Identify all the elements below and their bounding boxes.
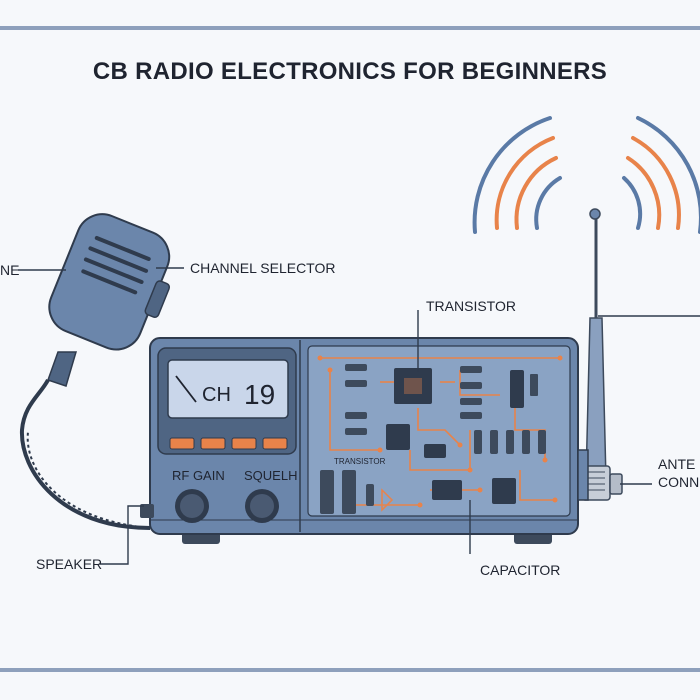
top-border bbox=[0, 26, 700, 30]
ic-chip-right bbox=[492, 478, 516, 504]
ic-chip-tiny bbox=[424, 444, 446, 458]
signal-wave-right-outer bbox=[636, 116, 700, 234]
regulator bbox=[510, 370, 524, 408]
signal-wave-left-2 bbox=[494, 136, 555, 230]
rf-gain-label: RF GAIN bbox=[172, 468, 225, 483]
mic-grille bbox=[81, 235, 151, 295]
capacitors bbox=[320, 470, 394, 514]
bottom-border bbox=[0, 668, 700, 672]
mic-cord bbox=[19, 378, 151, 530]
leader-speaker bbox=[100, 505, 144, 565]
signal-wave-right-inner bbox=[622, 176, 643, 230]
signal-wave-left-inner bbox=[534, 176, 562, 230]
signal-waves bbox=[472, 116, 700, 234]
front-button-3[interactable] bbox=[231, 437, 257, 450]
mic-jack bbox=[140, 504, 154, 518]
page-title: CB RADIO ELECTRONICS FOR BEGINNERS bbox=[92, 58, 608, 85]
front-panel: CH 19 RF GAIN SQUELH bbox=[157, 347, 297, 523]
ic-chip-bottom bbox=[432, 480, 462, 500]
signal-wave-left-outer bbox=[472, 116, 552, 234]
resistors-right bbox=[474, 430, 546, 454]
label-antenna-line1: ANTE bbox=[658, 456, 696, 472]
antenna bbox=[581, 208, 623, 501]
mic-ptt-button[interactable] bbox=[144, 280, 171, 319]
label-speaker: SPEAKER bbox=[36, 556, 103, 572]
front-button-4[interactable] bbox=[262, 437, 288, 450]
mic-cord-coil bbox=[26, 431, 151, 529]
squelch-knob[interactable] bbox=[245, 489, 279, 523]
ic-chip-small bbox=[386, 424, 410, 450]
display-needle bbox=[175, 375, 197, 403]
label-antenna-line2: CONN bbox=[658, 474, 700, 490]
pcb-silkscreen-label: TRANSISTOR bbox=[334, 457, 386, 466]
microphone[interactable] bbox=[19, 206, 186, 530]
signal-wave-left-3 bbox=[514, 156, 558, 230]
circuit-board: TRANSISTOR bbox=[307, 345, 571, 517]
label-channel-selector: CHANNEL SELECTOR bbox=[190, 260, 336, 276]
display-channel-prefix: CH bbox=[202, 384, 231, 406]
channel-display bbox=[167, 359, 289, 419]
label-capacitor: CAPACITOR bbox=[480, 562, 561, 578]
squelch-label: SQUELH bbox=[244, 468, 297, 483]
front-button-1[interactable] bbox=[169, 437, 195, 450]
pcb-pads bbox=[317, 355, 563, 508]
label-microphone: NE bbox=[0, 262, 20, 278]
resistors-left bbox=[345, 364, 482, 435]
leader-lines bbox=[18, 267, 700, 565]
display-channel-number: 19 bbox=[244, 379, 275, 410]
signal-wave-right-3 bbox=[626, 156, 662, 230]
label-transistor: TRANSISTOR bbox=[426, 298, 516, 314]
rf-gain-knob[interactable] bbox=[175, 489, 209, 523]
transistor-chip bbox=[394, 368, 432, 404]
front-button-2[interactable] bbox=[200, 437, 226, 450]
signal-wave-right-2 bbox=[631, 136, 681, 230]
